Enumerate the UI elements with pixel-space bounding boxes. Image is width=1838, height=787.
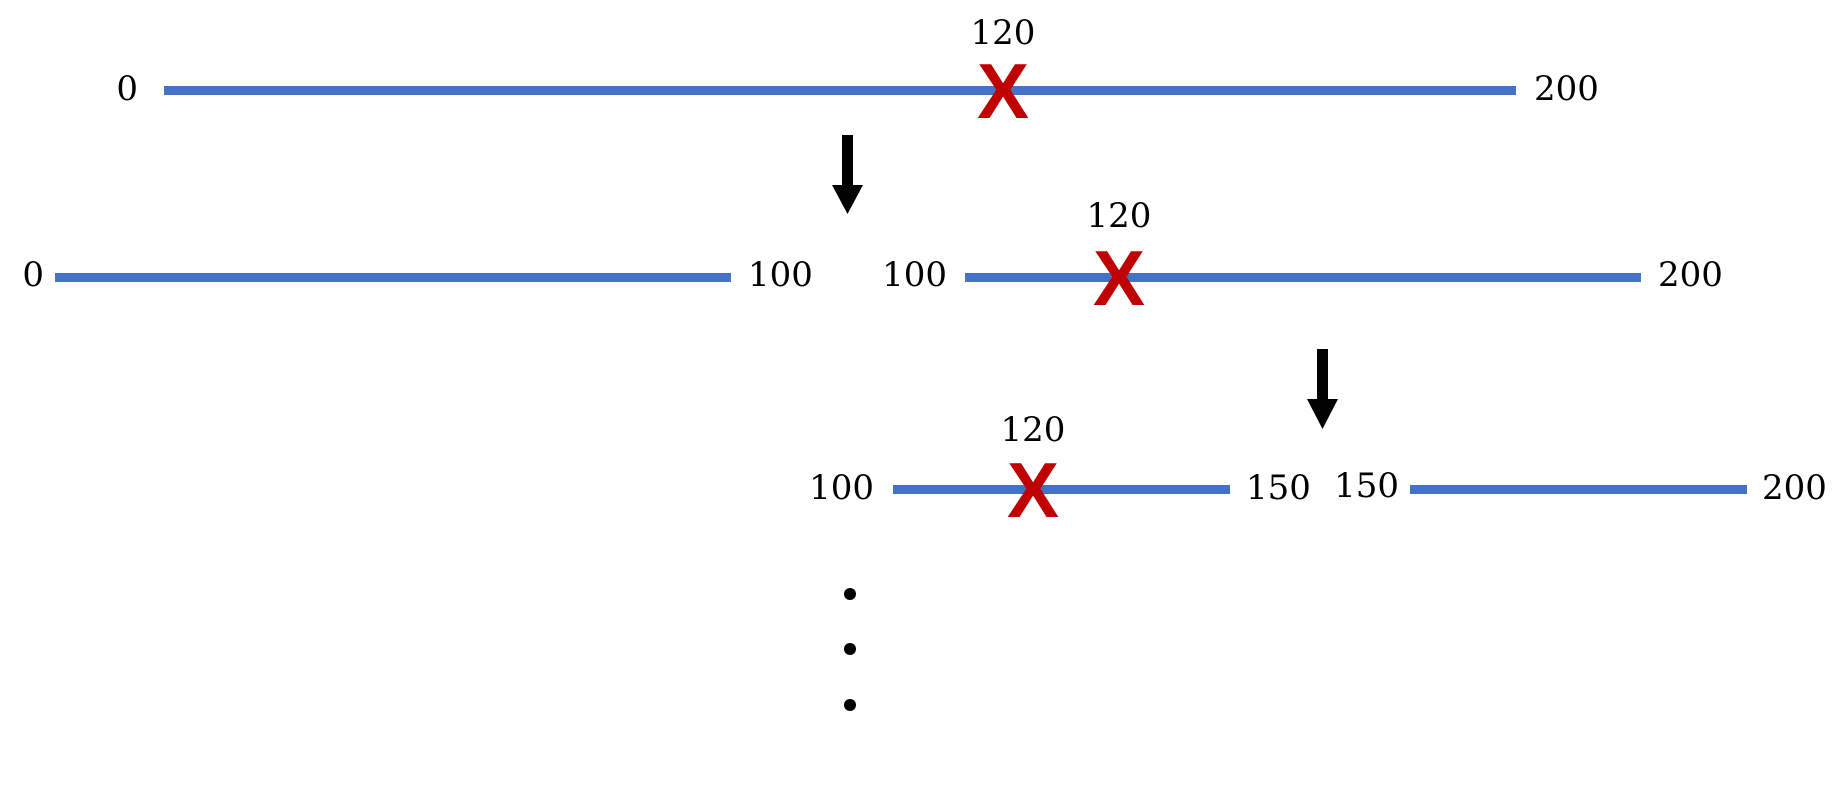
level-2-left-start-label: 0 <box>22 255 44 295</box>
level-3-left-start-label: 100 <box>809 468 874 508</box>
level-3: 100 150 150 200 120 X <box>809 410 1827 534</box>
level-2-right-start-label: 100 <box>882 255 947 295</box>
level-3-left-end-label: 150 <box>1246 468 1311 508</box>
level-3-target-value: 120 <box>1001 410 1066 450</box>
level-1-start-label: 0 <box>116 69 138 109</box>
level-2-left-segment <box>55 273 731 282</box>
down-arrow-icon <box>1307 349 1338 429</box>
level-3-target-mark: X <box>1007 446 1059 534</box>
level-2: 0 100 100 200 120 X <box>22 196 1723 322</box>
level-2-left-end-label: 100 <box>748 255 813 295</box>
level-3-right-segment <box>1410 485 1747 494</box>
level-2-target-value: 120 <box>1087 196 1152 236</box>
level-1-target-value: 120 <box>971 13 1036 53</box>
level-1-segment <box>164 86 1516 95</box>
level-2-right-end-label: 200 <box>1658 255 1723 295</box>
level-3-left-segment <box>893 485 1230 494</box>
vertical-ellipsis-icon <box>844 588 856 711</box>
down-arrow-icon <box>832 135 863 214</box>
level-1-end-label: 200 <box>1534 69 1599 109</box>
level-1-target-mark: X <box>977 47 1029 135</box>
level-2-right-segment <box>965 273 1641 282</box>
level-1: 0 200 120 X <box>116 13 1599 135</box>
level-2-target-mark: X <box>1093 234 1145 322</box>
level-3-right-end-label: 200 <box>1762 468 1827 508</box>
level-3-right-start-label: 150 <box>1334 466 1399 506</box>
